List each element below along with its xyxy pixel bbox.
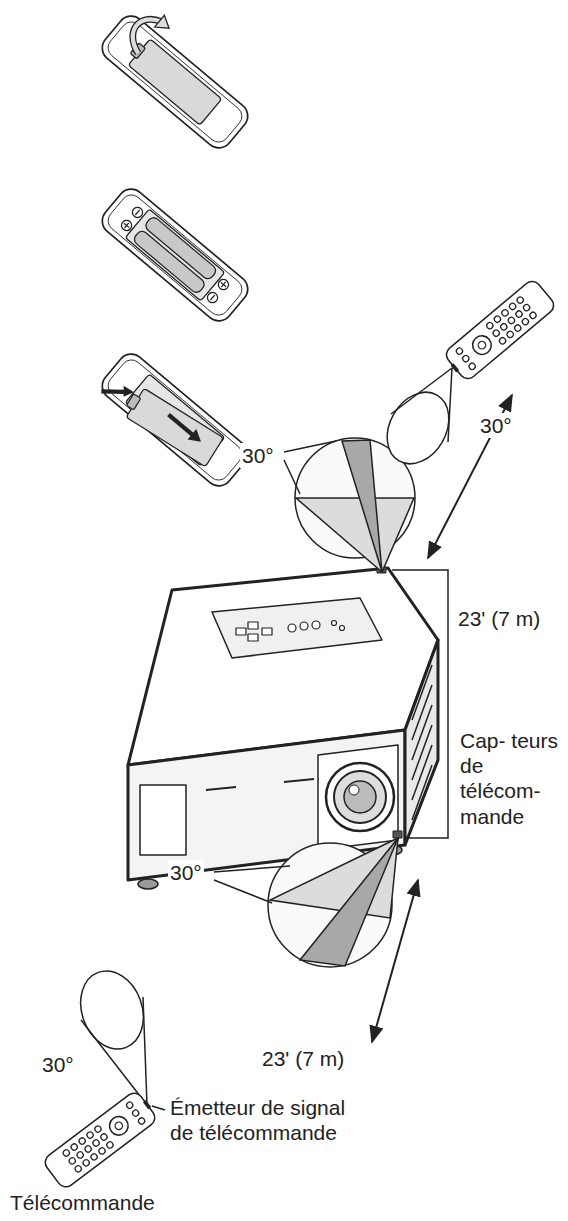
leader-line bbox=[152, 1106, 165, 1110]
remote-step-open bbox=[97, 0, 266, 153]
label-text: Émetteur de signal de télécommande bbox=[168, 1095, 372, 1145]
distance-arrow bbox=[372, 880, 418, 1042]
remote-step-close bbox=[94, 349, 253, 495]
remote-control bbox=[441, 278, 557, 383]
label-text: 23' (7 m) bbox=[456, 606, 542, 631]
label-text: 23' (7 m) bbox=[260, 1046, 346, 1071]
label-text: Cap- teurs de télécom- mande bbox=[458, 728, 562, 829]
sensor-bracket bbox=[392, 570, 448, 838]
label-text: 30° bbox=[40, 1052, 76, 1077]
label-text: 30° bbox=[240, 443, 276, 468]
remote-step-batteries bbox=[97, 184, 253, 327]
remote-cone-lower bbox=[70, 962, 154, 1105]
label-text: Télécommande bbox=[8, 1190, 157, 1215]
remote-cone-upper bbox=[375, 368, 461, 475]
label-text: 30° bbox=[168, 860, 204, 885]
remote-control bbox=[42, 1089, 160, 1191]
sensor-zone-lower bbox=[214, 838, 398, 967]
label-text: 30° bbox=[478, 413, 514, 438]
